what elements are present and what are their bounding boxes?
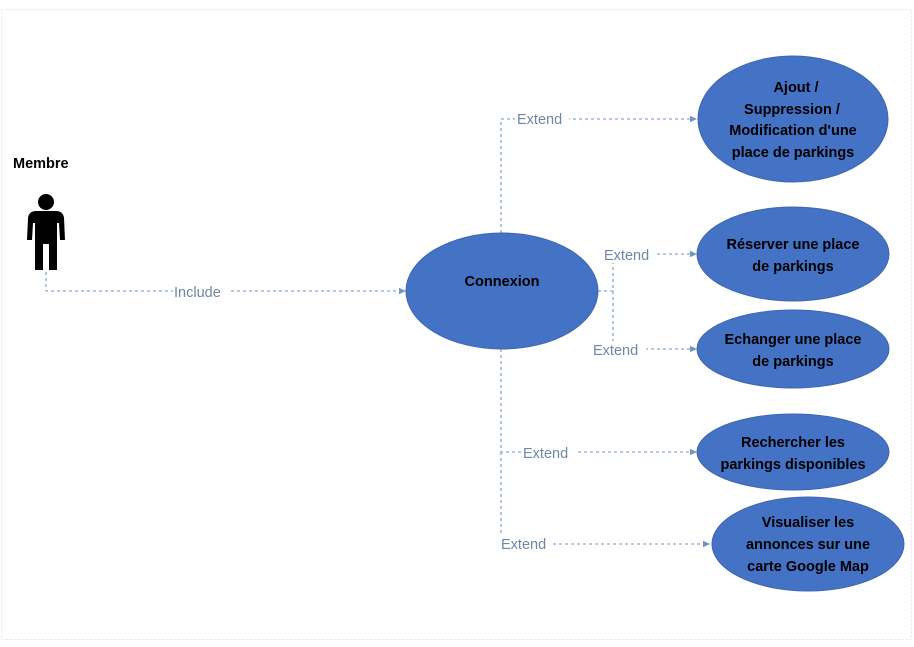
extend-label: Extend: [523, 446, 568, 462]
label-line: annonces sur une: [746, 537, 870, 553]
use-case-manage-place-label: Ajout / Suppression / Modification d'une…: [729, 80, 857, 161]
label-line: Modification d'une: [729, 123, 857, 139]
use-case-search-parkings-label: Rechercher les parkings disponibles: [720, 435, 865, 473]
label-line: carte Google Map: [747, 559, 869, 575]
actor-membre[interactable]: Membre: [13, 156, 69, 270]
label-line: de parkings: [752, 354, 833, 370]
extend-relation-view-ads: Extend: [499, 452, 710, 553]
label-line: Suppression /: [744, 102, 840, 118]
label-line: Ajout /: [773, 80, 818, 96]
use-case-search-parkings[interactable]: [696, 413, 890, 491]
include-relation: Include: [45, 272, 406, 301]
use-case-manage-place[interactable]: [697, 55, 889, 183]
use-case-exchange-place-label: Echanger une place de parkings: [725, 332, 862, 370]
use-case-label: Connexion: [465, 274, 540, 290]
actor-label: Membre: [13, 156, 69, 172]
extend-label: Extend: [604, 248, 649, 264]
use-case-view-ads-label: Visualiser les annonces sur une carte Go…: [746, 515, 870, 575]
label-line: Echanger une place: [725, 332, 862, 348]
extend-label: Extend: [501, 537, 546, 553]
extend-relation-search-parkings: Extend: [500, 349, 697, 462]
use-case-reserve-place-label: Réserver une place de parkings: [727, 237, 860, 275]
extend-label: Extend: [593, 343, 638, 359]
stick-figure-icon: [27, 194, 65, 270]
use-case-connexion[interactable]: Connexion: [405, 232, 599, 350]
label-line: place de parkings: [732, 145, 855, 161]
label-line: Réserver une place: [727, 237, 860, 253]
label-line: parkings disponibles: [720, 457, 865, 473]
extend-relation-manage-place: Extend: [500, 110, 697, 233]
label-line: Rechercher les: [741, 435, 845, 451]
label-line: Visualiser les: [762, 515, 854, 531]
extend-relation-exchange-place: Extend: [592, 291, 697, 359]
label-line: de parkings: [752, 259, 833, 275]
extend-relation-reserve-place: Extend: [598, 246, 697, 292]
use-case-view-ads[interactable]: [711, 496, 905, 592]
use-case-reserve-place[interactable]: [696, 206, 890, 302]
diagram-frame: [1, 9, 912, 640]
extend-label: Extend: [517, 112, 562, 128]
include-label: Include: [174, 285, 221, 301]
use-case-exchange-place[interactable]: [696, 309, 890, 389]
